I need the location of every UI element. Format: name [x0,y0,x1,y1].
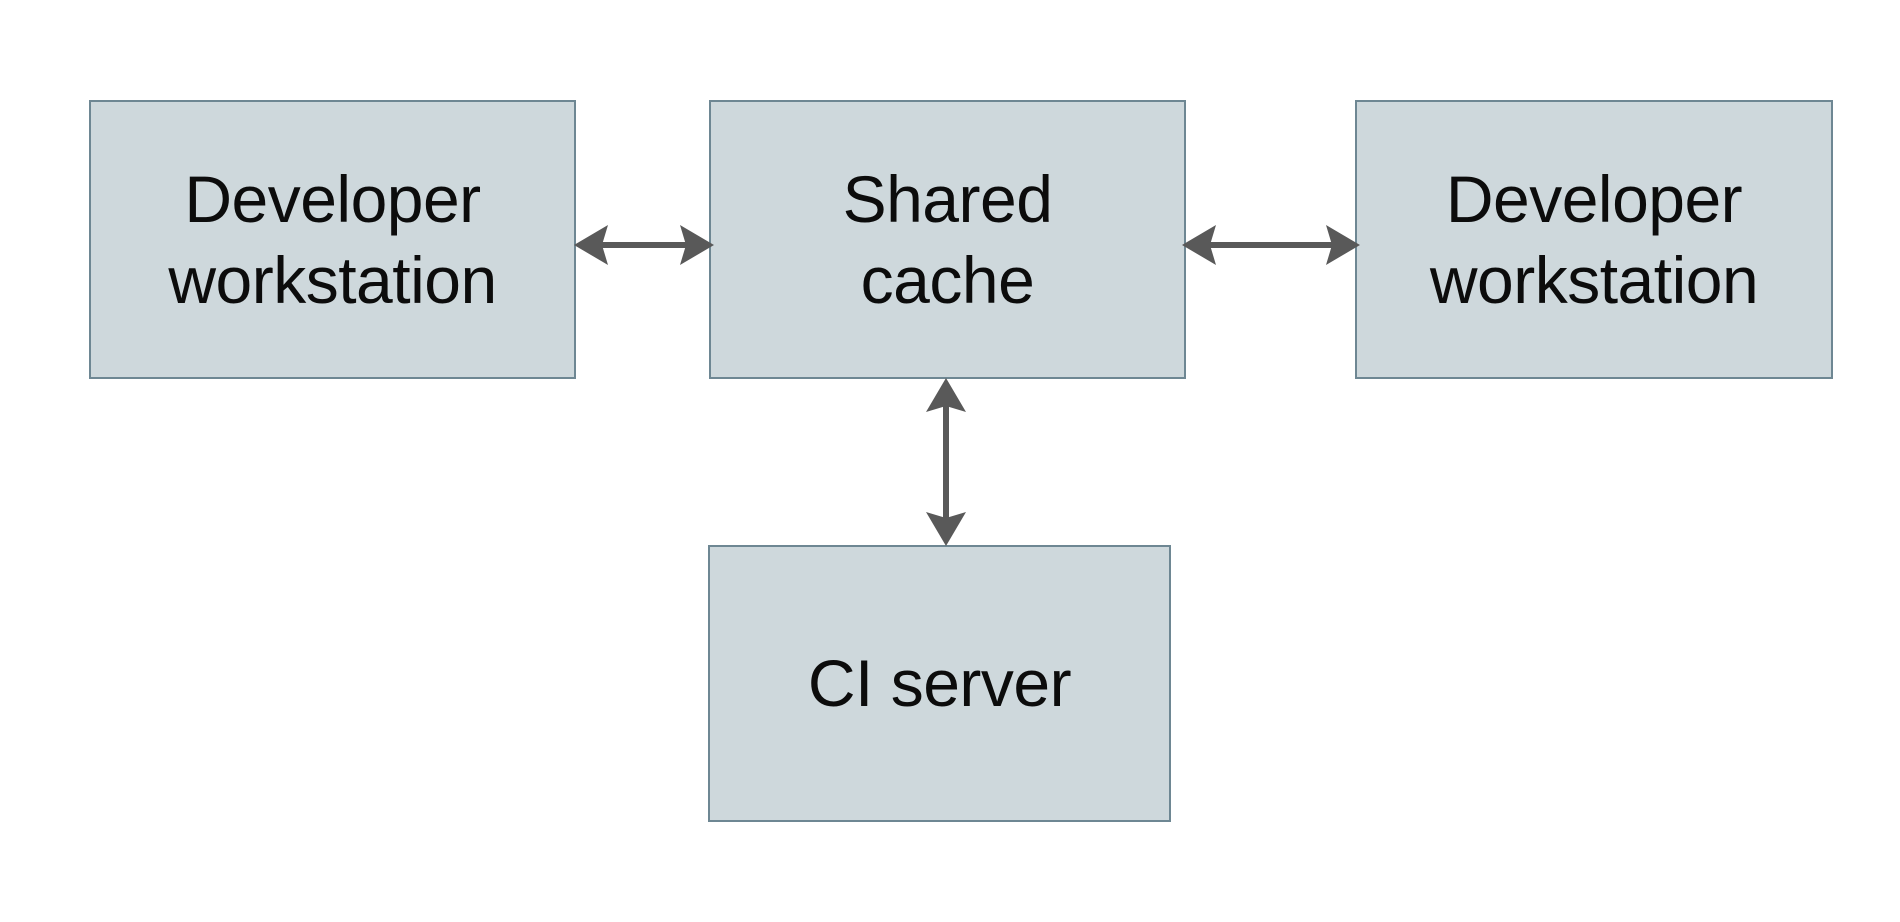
node-ci-server[interactable]: CI server [708,545,1171,822]
arrowhead-right-icon [1326,225,1360,265]
node-label: Developer workstation [1429,161,1759,317]
node-label: Developer workstation [168,161,497,317]
node-developer-workstation-left[interactable]: Developer workstation [89,100,576,379]
arrowhead-left-icon [1182,225,1216,265]
arrowhead-down-icon [926,512,966,546]
node-shared-cache[interactable]: Shared cache [709,100,1186,379]
edge-shared-cache-to-developer-right[interactable] [1180,208,1362,282]
edge-developer-left-to-shared-cache[interactable] [572,208,716,282]
edge-shared-cache-to-ci-server[interactable] [908,374,984,550]
node-developer-workstation-right[interactable]: Developer workstation [1355,100,1833,379]
arrowhead-up-icon [926,378,966,412]
node-label: Shared cache [842,161,1053,317]
arrowhead-right-icon [680,225,714,265]
arrowhead-left-icon [574,225,608,265]
node-label: CI server [807,646,1072,721]
